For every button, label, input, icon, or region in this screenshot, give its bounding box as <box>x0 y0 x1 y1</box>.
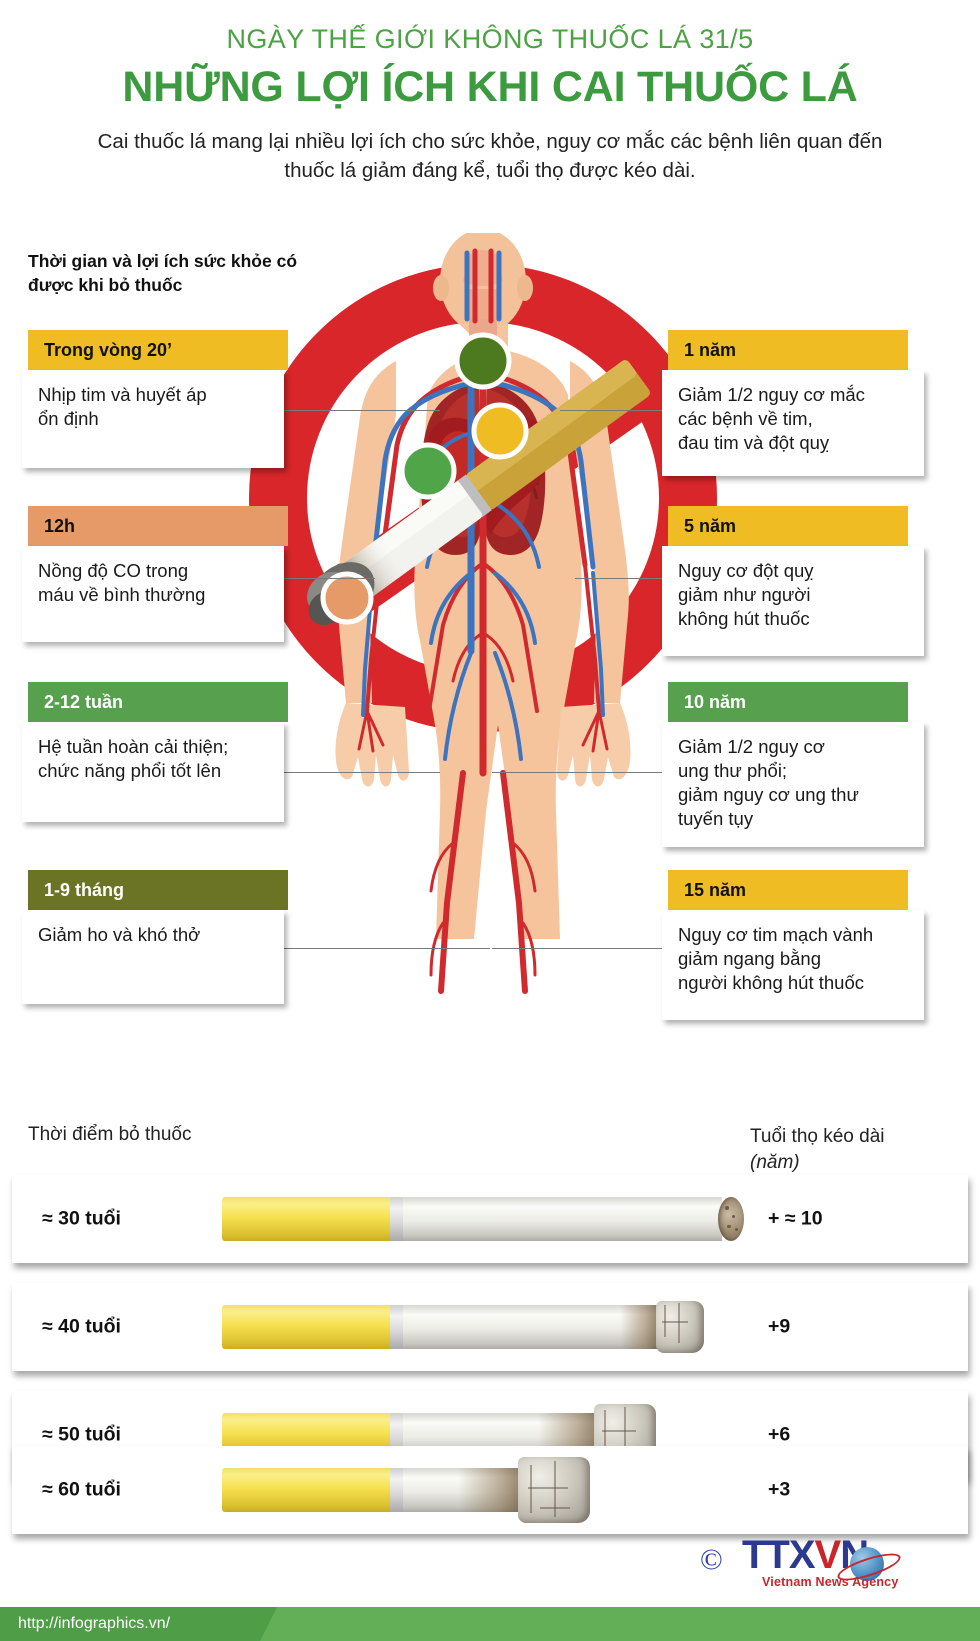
ttxvn-logo: © TTXVN Vietnam News Agency <box>700 1527 950 1593</box>
timeline-body-line: các bệnh về tim, <box>678 408 813 430</box>
chart-ylabel-unit: (năm) <box>750 1151 800 1173</box>
timeline-body-line: máu về bình thường <box>38 584 206 606</box>
section-label: Thời gian và lợi ích sức khỏe có được kh… <box>28 251 298 295</box>
footer-tab <box>0 1607 277 1641</box>
timeline-body: Giảm 1/2 nguy cơ mắc các bệnh về tim, đa… <box>662 370 924 476</box>
timeline-card-left-4[interactable]: 1-9 tháng Giảm ho và khó thở <box>22 870 288 1004</box>
timeline-badge: Trong vòng 20’ <box>28 330 288 370</box>
cigarette-bar <box>222 1197 752 1241</box>
timeline-card-right-2[interactable]: 5 năm Nguy cơ đột quỵ giảm như người khô… <box>662 506 924 656</box>
cigarette-bar <box>222 1301 704 1353</box>
timeline-body: Hệ tuần hoàn cải thiện; chức năng phổi t… <box>22 722 284 822</box>
timeline-card-left-3[interactable]: 2-12 tuần Hệ tuần hoàn cải thiện; chức n… <box>22 682 288 822</box>
timeline-body: Nguy cơ đột quỵ giảm như người không hút… <box>662 546 924 656</box>
timeline-body-line: ung thư phổi; <box>678 760 788 782</box>
kicker-title: NGÀY THẾ GIỚI KHÔNG THUỐC LÁ 31/5 <box>226 24 754 54</box>
timeline-body-line: Nguy cơ tim mạch vành <box>678 924 874 945</box>
timeline-body-line: Giảm 1/2 nguy cơ <box>678 736 825 757</box>
footer-url[interactable]: http://infographics.vn/ <box>18 1615 171 1632</box>
marker-heart-yellow <box>471 402 529 460</box>
chart-xlabel: Thời điểm bỏ thuốc <box>28 1124 192 1145</box>
cigarette-ash <box>656 1301 704 1353</box>
timeline-body-line: Nhịp tim và huyết áp <box>38 384 207 405</box>
connector-line <box>492 772 672 773</box>
marker-arm-orange <box>320 571 374 625</box>
timeline-body-line: đau tim và đột quỵ <box>678 432 830 454</box>
timeline-card-left-2[interactable]: 12h Nồng độ CO trong máu về bình thường <box>22 506 288 642</box>
timeline-badge-label: 2-12 tuần <box>44 692 124 712</box>
body-markers <box>320 332 529 625</box>
logo-subtitle: Vietnam News Agency <box>762 1575 899 1589</box>
timeline-body-line: không hút thuốc <box>678 608 810 630</box>
timeline-body: Giảm 1/2 nguy cơ ung thư phổi; giảm nguy… <box>662 722 924 848</box>
chart-row[interactable]: ≈ 30 tuổi + ≈ 10 <box>12 1175 968 1263</box>
page-subtitle: Cai thuốc lá mang lại nhiều lợi ích cho … <box>97 130 883 183</box>
chart-row[interactable]: ≈ 40 tuổi +9 <box>12 1283 968 1371</box>
chart-row-category: ≈ 40 tuổi <box>42 1315 121 1338</box>
timeline-body-line: giảm nguy cơ ung thư <box>678 784 859 806</box>
connector-line <box>275 410 440 411</box>
timeline-body-line: chức năng phổi tốt lên <box>38 760 222 782</box>
connector-line <box>575 578 672 579</box>
timeline-badge: 15 năm <box>668 870 908 910</box>
timeline-card-right-1[interactable]: 1 năm Giảm 1/2 nguy cơ mắc các bệnh về t… <box>662 330 924 476</box>
connector-line <box>275 772 440 773</box>
timeline-badge: 5 năm <box>668 506 908 546</box>
timeline-body: Giảm ho và khó thở <box>22 910 284 1004</box>
timeline-body-line: Giảm ho và khó thở <box>38 924 201 945</box>
chart-row-category: ≈ 50 tuổi <box>42 1423 121 1446</box>
chart-row-category: ≈ 30 tuổi <box>42 1207 121 1230</box>
timeline-badge-label: 15 năm <box>684 880 747 900</box>
timeline-body-line: Giảm 1/2 nguy cơ mắc <box>678 384 865 405</box>
timeline-body-line: ổn định <box>38 408 99 430</box>
connector-line <box>492 948 672 949</box>
timeline-card-right-4[interactable]: 15 năm Nguy cơ tim mạch vành giảm ngang … <box>662 870 924 1020</box>
timeline-body-line: Hệ tuần hoàn cải thiện; <box>38 736 229 757</box>
chart-row[interactable]: ≈ 60 tuổi +3 <box>12 1446 968 1534</box>
timeline-badge-label: 1 năm <box>684 340 737 360</box>
connector-line <box>275 948 490 949</box>
page-title: NHỮNG LỢI ÍCH KHI CAI THUỐC LÁ <box>122 63 858 111</box>
timeline-badge-label: 1-9 tháng <box>44 880 125 900</box>
chart-row-category: ≈ 60 tuổi <box>42 1478 121 1501</box>
chart-ylabel: Tuổi thọ kéo dài <box>750 1126 885 1147</box>
timeline-card-right-3[interactable]: 10 năm Giảm 1/2 nguy cơ ung thư phổi; gi… <box>662 682 924 848</box>
timeline-badge: 12h <box>28 506 288 546</box>
timeline-badge-label: 10 năm <box>684 692 747 712</box>
connector-line <box>275 578 375 579</box>
page-header: NGÀY THẾ GIỚI KHÔNG THUỐC LÁ 31/5 NHỮNG … <box>0 0 980 185</box>
cigarette-tip <box>718 1197 744 1241</box>
chart-ylabel-block: Tuổi thọ kéo dài (năm) <box>750 1124 885 1175</box>
timeline-body-line: Nguy cơ đột quỵ <box>678 560 814 581</box>
timeline-badge: 2-12 tuần <box>28 682 288 722</box>
timeline-badge-label: 5 năm <box>684 516 737 536</box>
timeline-badge-label: Trong vòng 20’ <box>44 340 173 360</box>
timeline-body-line: giảm ngang bằng <box>678 948 821 970</box>
timeline-body: Nhịp tim và huyết áp ổn định <box>22 370 284 468</box>
connector-line <box>560 410 672 411</box>
timeline-body: Nồng độ CO trong máu về bình thường <box>22 546 284 642</box>
timeline-badge-label: 12h <box>44 516 76 536</box>
anatomy-illustration <box>243 229 723 1023</box>
timeline-badge: 10 năm <box>668 682 908 722</box>
timeline-body-line: giảm như người <box>678 584 811 606</box>
copyright-icon: © <box>700 1543 723 1576</box>
timeline-body-line: người không hút thuốc <box>678 972 865 994</box>
timeline-body-line: Nồng độ CO trong <box>38 560 189 581</box>
cigarette-ash <box>518 1457 590 1523</box>
timeline-body-line: tuyến tụy <box>678 808 754 830</box>
chart-row-value: +6 <box>768 1423 791 1446</box>
marker-chest-green <box>399 442 457 500</box>
timeline-card-left-1[interactable]: Trong vòng 20’ Nhịp tim và huyết áp ổn đ… <box>22 330 288 468</box>
timeline-badge: 1 năm <box>668 330 908 370</box>
globe-icon <box>850 1547 884 1581</box>
cigarette-bar <box>222 1457 590 1523</box>
chart-row-value: +9 <box>768 1315 791 1338</box>
timeline-badge: 1-9 tháng <box>28 870 288 910</box>
marker-lung-green <box>454 332 512 390</box>
timeline-body: Nguy cơ tim mạch vành giảm ngang bằng ng… <box>662 910 924 1020</box>
chart-row-value: +3 <box>768 1478 791 1501</box>
chart-row-value: + ≈ 10 <box>768 1207 823 1230</box>
